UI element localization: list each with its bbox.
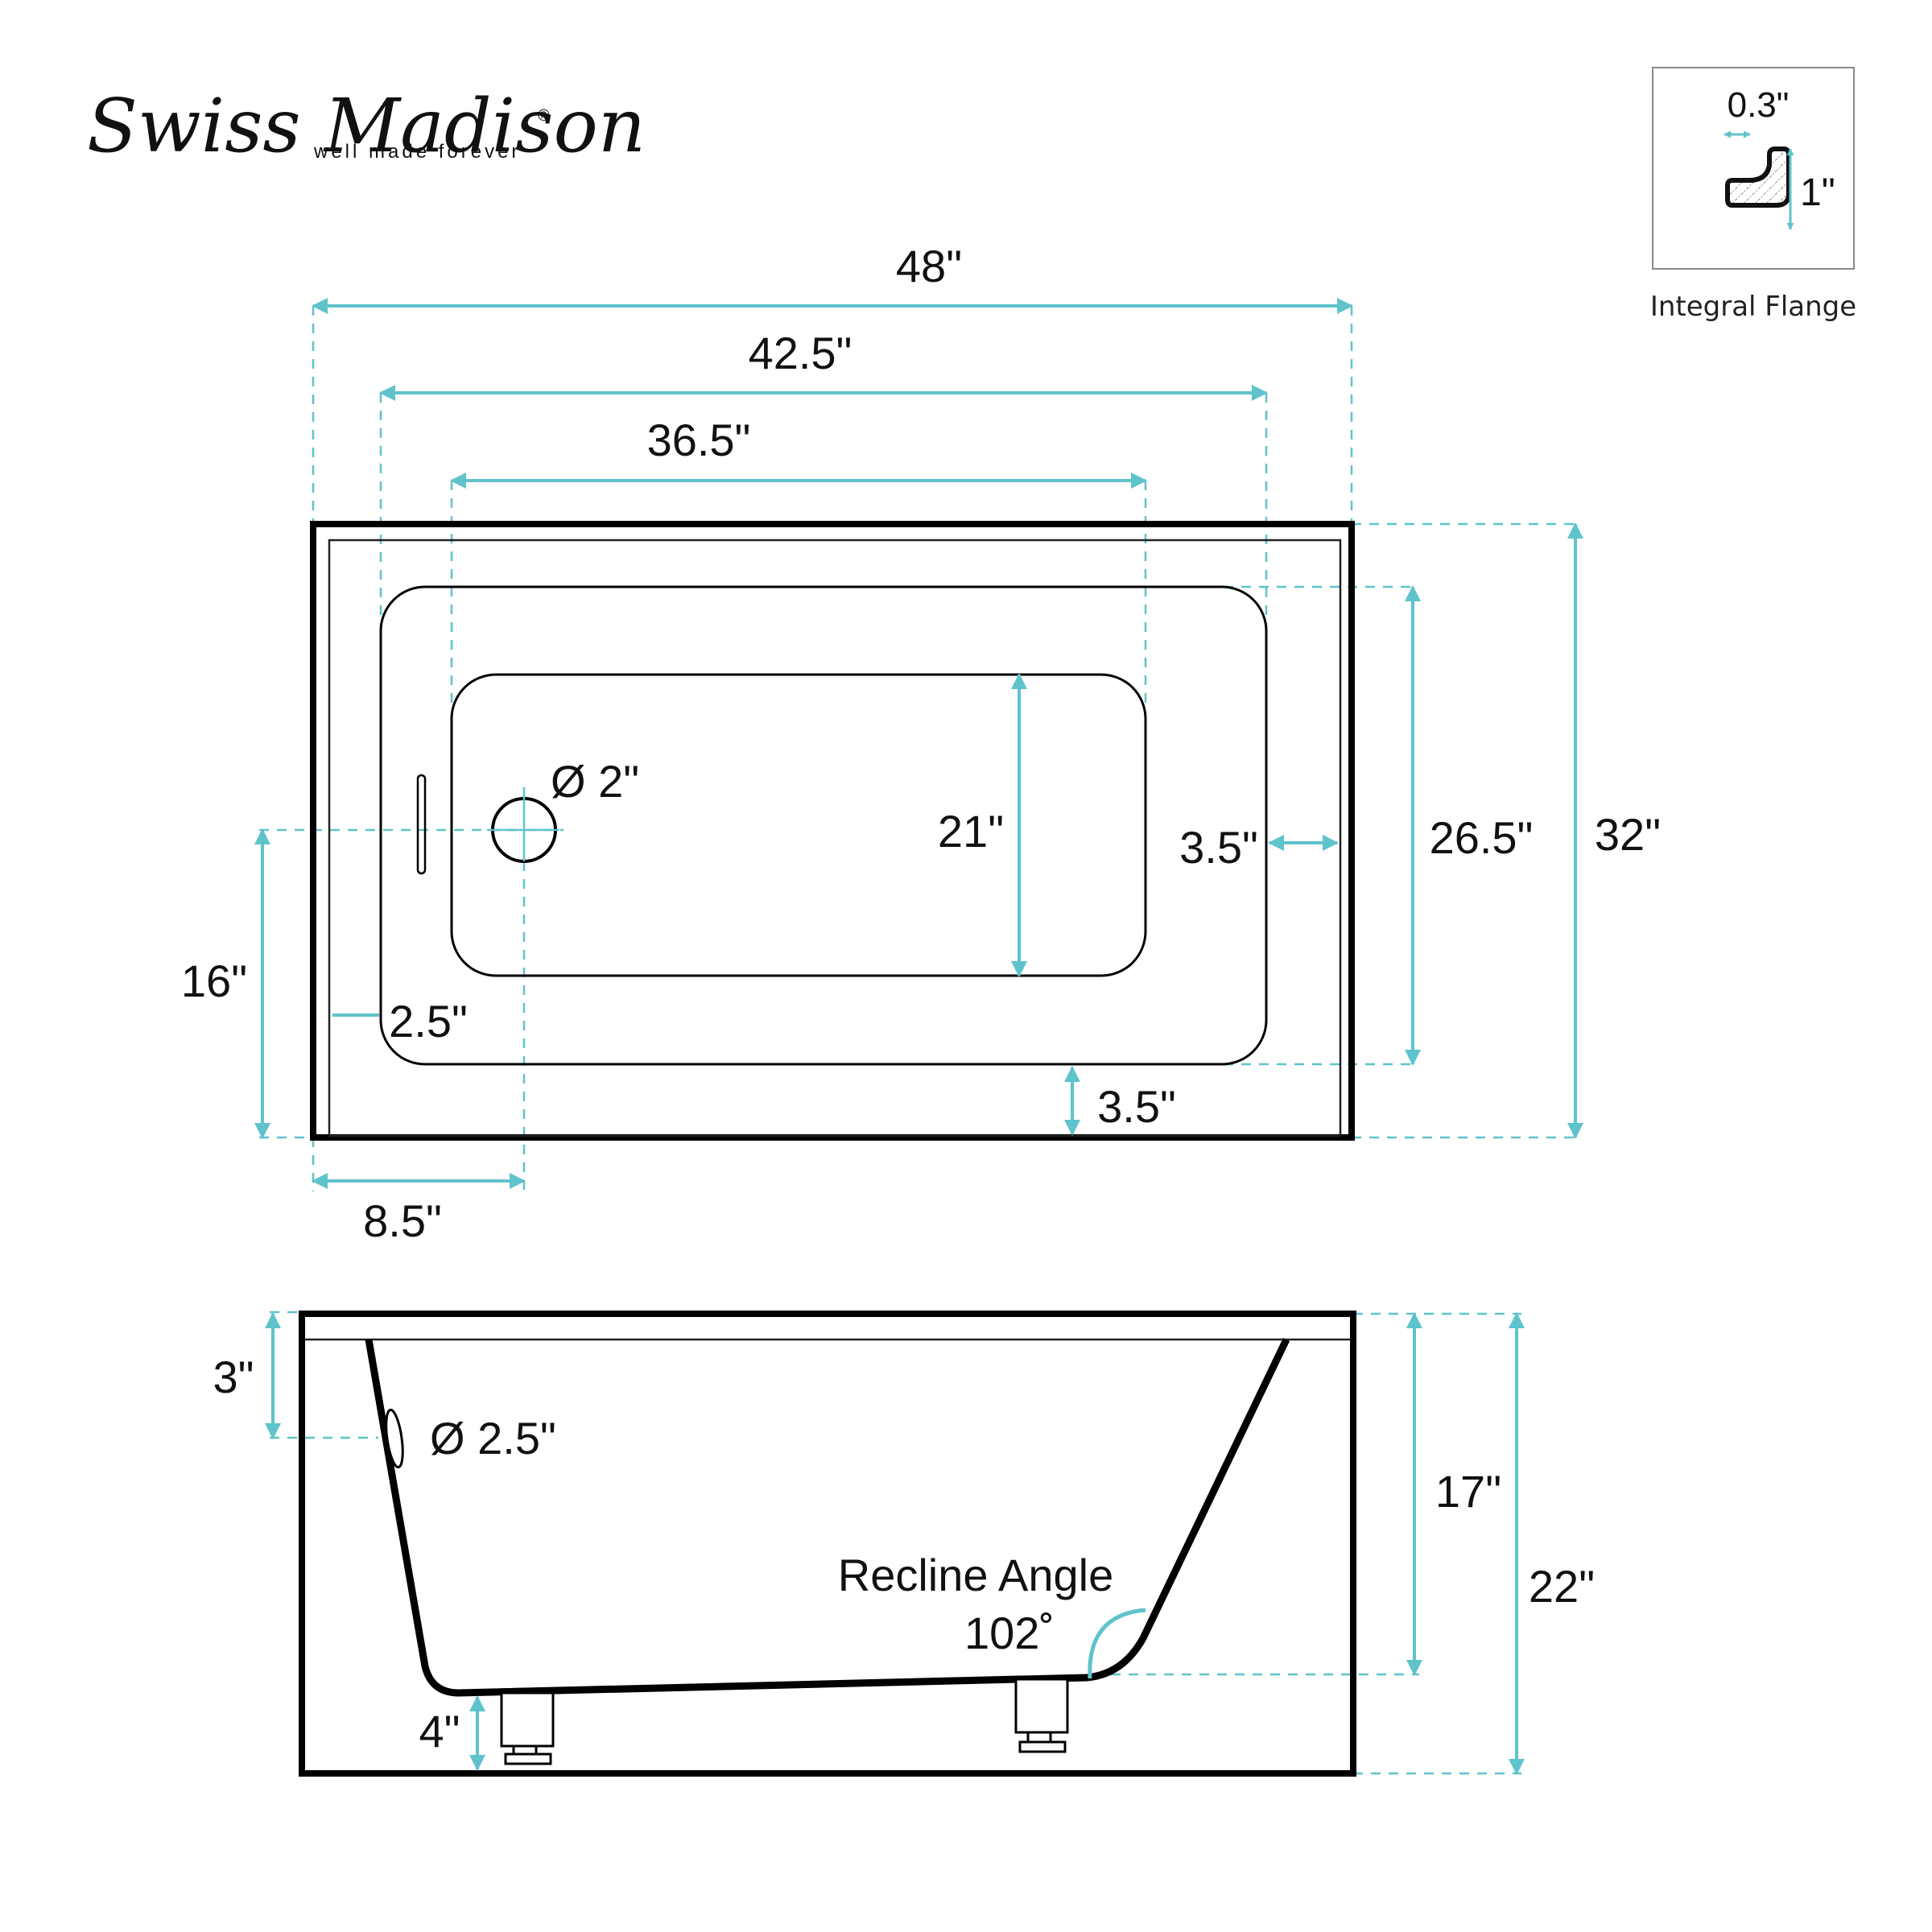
side-outer-outline [299, 1311, 1356, 1777]
drain-from-left-label: 8.5" [363, 1195, 442, 1246]
recline-angle-value: 102˚ [964, 1608, 1055, 1658]
flange-width-label: 0.3" [1728, 85, 1790, 125]
rim-left-label: 2.5" [389, 996, 468, 1046]
basin-length-label: 42.5" [749, 328, 852, 378]
bottom-width-label: 21" [938, 806, 1004, 857]
inset-caption: Integral Flange [1650, 291, 1856, 323]
flange-inner-line [328, 539, 1342, 1137]
overall-length-label: 48" [896, 241, 962, 291]
side-extension-lines [270, 1311, 1521, 1775]
basin-bottom-outline [450, 673, 1147, 977]
basin-rim-outline [379, 585, 1268, 1066]
drain-from-front-label: 16" [181, 956, 247, 1006]
drain-diameter-label: Ø 2" [551, 756, 639, 807]
flange-height-label: 1" [1800, 171, 1835, 214]
side-view: 3" Ø 2.5" 17" 22" Recline Angle 102˚ 4" [213, 1311, 1595, 1777]
foot-left [500, 1691, 555, 1748]
basin-width-label: 26.5" [1430, 812, 1534, 863]
inset-frame [1652, 67, 1855, 270]
overflow-from-top-label: 3" [213, 1352, 254, 1402]
brand-name: Swiss Madison [87, 83, 646, 169]
tub-interior-profile [365, 1338, 1290, 1697]
overall-width-label: 32" [1595, 809, 1661, 860]
brand-tagline: well made forever [313, 141, 521, 163]
overflow-diameter-label: Ø 2.5" [430, 1413, 556, 1463]
brand-logo: Swiss Madison ® well made forever [87, 83, 646, 169]
tub-outer-outline [310, 521, 1355, 1141]
plan-extension-lines [259, 306, 1582, 1191]
rim-front-label: 3.5" [1097, 1081, 1176, 1132]
recline-angle-arc [1088, 1608, 1146, 1679]
overflow-slot [416, 774, 427, 875]
rim-right-label: 3.5" [1179, 822, 1258, 873]
foot-right [1014, 1678, 1069, 1734]
overflow-icon [385, 1408, 404, 1469]
registered-mark: ® [538, 107, 550, 125]
floor-clearance-label: 4" [419, 1706, 460, 1757]
interior-depth-label: 17" [1435, 1466, 1501, 1517]
integral-flange-inset: 0.3" 1" Integral Flange [1650, 67, 1856, 323]
tub-feet [500, 1678, 1069, 1765]
recline-angle-label: Recline Angle [838, 1550, 1113, 1600]
overall-height-label: 22" [1529, 1561, 1595, 1612]
bottom-length-label: 36.5" [647, 415, 751, 465]
plan-view: 48" 42.5" 36.5" 32" 26.5" 21" Ø 2" 3.5" … [181, 241, 1661, 1246]
